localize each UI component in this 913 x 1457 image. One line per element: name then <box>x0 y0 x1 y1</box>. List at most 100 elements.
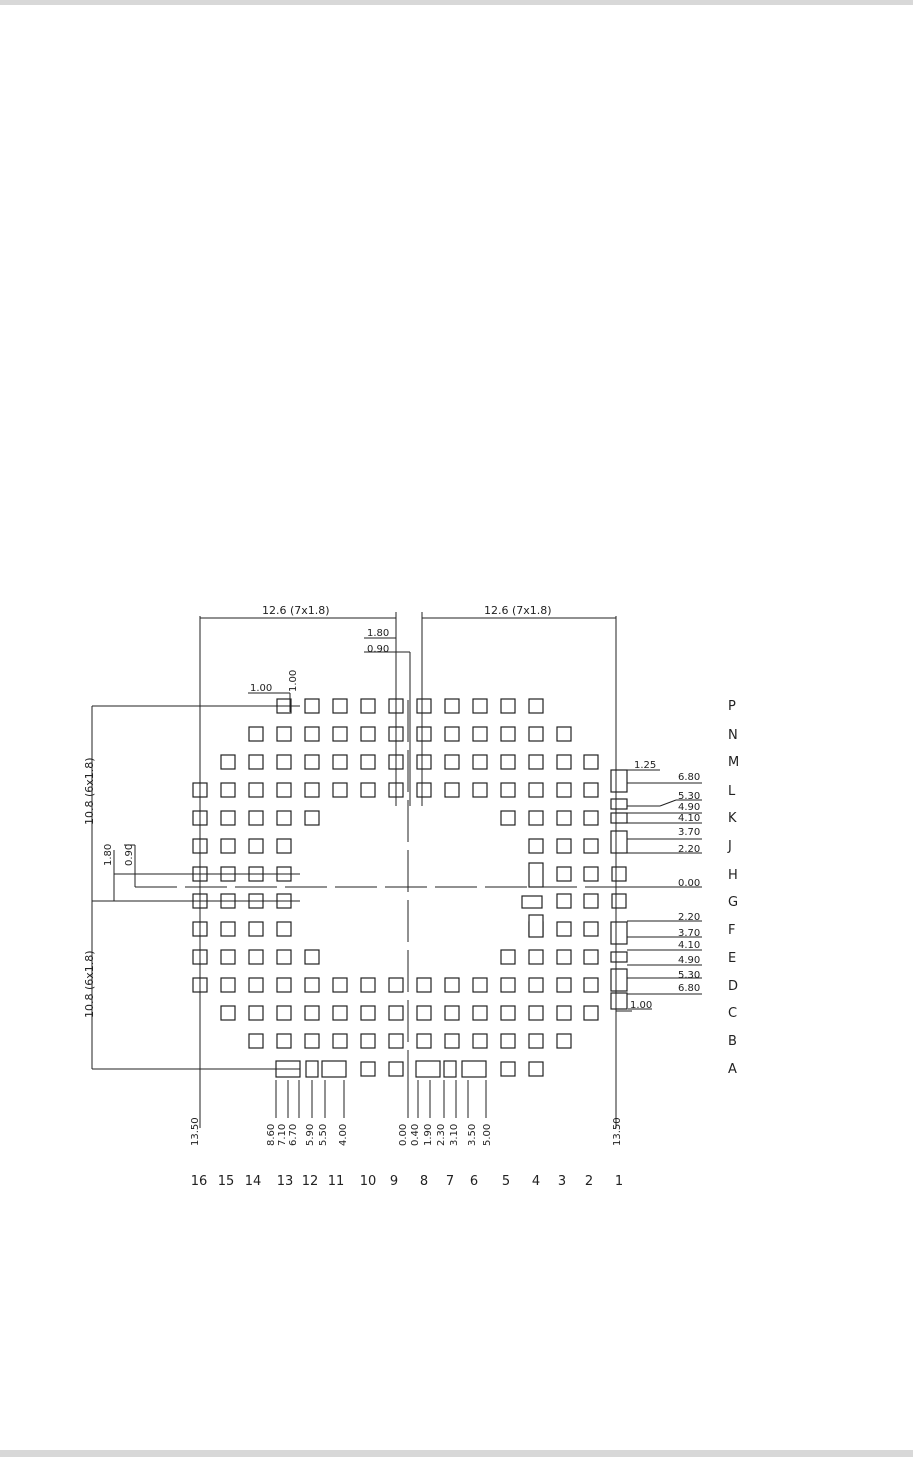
pad <box>528 698 544 714</box>
right-dim: 3.70 <box>678 827 700 838</box>
special-pad-hatched <box>610 968 628 992</box>
bottom-edge-right: 13.50 <box>612 1117 623 1146</box>
pad <box>220 921 236 937</box>
pad <box>472 754 488 770</box>
pad <box>276 726 292 742</box>
bottom-dim: 5.00 <box>482 1124 493 1146</box>
pad <box>500 782 516 798</box>
pad <box>583 921 599 937</box>
right-dim: 4.10 <box>678 940 700 951</box>
column-label: 1 <box>615 1174 623 1189</box>
pad <box>332 1033 348 1049</box>
pad <box>220 1005 236 1021</box>
pad <box>472 977 488 993</box>
pad <box>332 698 348 714</box>
pad <box>472 726 488 742</box>
pad <box>416 977 432 993</box>
pad <box>360 698 376 714</box>
pad <box>528 949 544 965</box>
pad <box>360 754 376 770</box>
pad <box>220 810 236 826</box>
special-pad-crosshatched <box>610 798 628 810</box>
bottom-dim: 0.40 <box>410 1124 421 1146</box>
pad <box>276 1005 292 1021</box>
pad <box>332 754 348 770</box>
pad <box>360 977 376 993</box>
left-dim-lower: 10.8 (6x1.8) <box>83 950 96 1018</box>
bottom-dim: 4.00 <box>338 1124 349 1146</box>
special-pad-crosshatched <box>521 895 543 909</box>
bottom-dim: 1.90 <box>423 1124 434 1146</box>
pad <box>500 726 516 742</box>
pad <box>500 698 516 714</box>
right-dim: 6.80 <box>678 983 700 994</box>
pad <box>248 726 264 742</box>
row-label: K <box>728 811 737 826</box>
pad <box>583 1005 599 1021</box>
pad <box>444 726 460 742</box>
bottom-dim: 2.30 <box>436 1124 447 1146</box>
special-pad-crosshatched <box>305 1060 319 1078</box>
pad <box>360 1005 376 1021</box>
right-dim: 4.90 <box>678 802 700 813</box>
right-pad-height: 1.00 <box>630 1000 652 1011</box>
pad <box>611 893 627 909</box>
row-label: J <box>727 839 732 854</box>
pad <box>220 782 236 798</box>
pad <box>472 1005 488 1021</box>
bottom-dim: 5.50 <box>318 1124 329 1146</box>
row-label: N <box>728 728 738 743</box>
pad <box>500 977 516 993</box>
pad <box>528 726 544 742</box>
pad <box>556 949 572 965</box>
pad <box>276 1033 292 1049</box>
pad <box>472 1033 488 1049</box>
pad <box>556 726 572 742</box>
pad <box>556 754 572 770</box>
column-label: 13 <box>277 1174 294 1189</box>
column-label: 10 <box>360 1174 377 1189</box>
pad <box>388 977 404 993</box>
special-pad-crosshatched <box>443 1060 457 1078</box>
pad <box>220 754 236 770</box>
column-label: 6 <box>470 1174 478 1189</box>
pad <box>248 782 264 798</box>
pad <box>416 726 432 742</box>
column-label: 11 <box>328 1174 345 1189</box>
bottom-border <box>0 1450 913 1457</box>
pad <box>332 782 348 798</box>
pad <box>360 1033 376 1049</box>
pad <box>248 949 264 965</box>
pad <box>220 838 236 854</box>
special-pad-hatched <box>610 769 628 793</box>
right-dim: 0.00 <box>678 878 700 889</box>
column-label: 9 <box>390 1174 398 1189</box>
right-dim: 4.90 <box>678 955 700 966</box>
pad <box>304 782 320 798</box>
row-label: F <box>728 923 735 938</box>
pad <box>248 1005 264 1021</box>
pad <box>583 977 599 993</box>
pad-width-dim: 1.00 <box>250 683 272 694</box>
pad <box>276 754 292 770</box>
right-dim: 2.20 <box>678 912 700 923</box>
pad <box>360 726 376 742</box>
column-label: 5 <box>502 1174 510 1189</box>
pad <box>276 949 292 965</box>
pad <box>556 1033 572 1049</box>
row-label: P <box>728 699 736 714</box>
pad <box>416 1005 432 1021</box>
right-dim: 5.30 <box>678 970 700 981</box>
pad <box>276 810 292 826</box>
pad <box>583 893 599 909</box>
left-dim-pitch: 1.80 <box>103 844 114 866</box>
row-label: D <box>728 979 738 994</box>
pad <box>248 977 264 993</box>
pad <box>444 977 460 993</box>
pad <box>304 949 320 965</box>
dimension-line <box>659 799 677 807</box>
pad <box>444 782 460 798</box>
pad <box>583 838 599 854</box>
pad <box>528 1061 544 1077</box>
pad <box>248 810 264 826</box>
